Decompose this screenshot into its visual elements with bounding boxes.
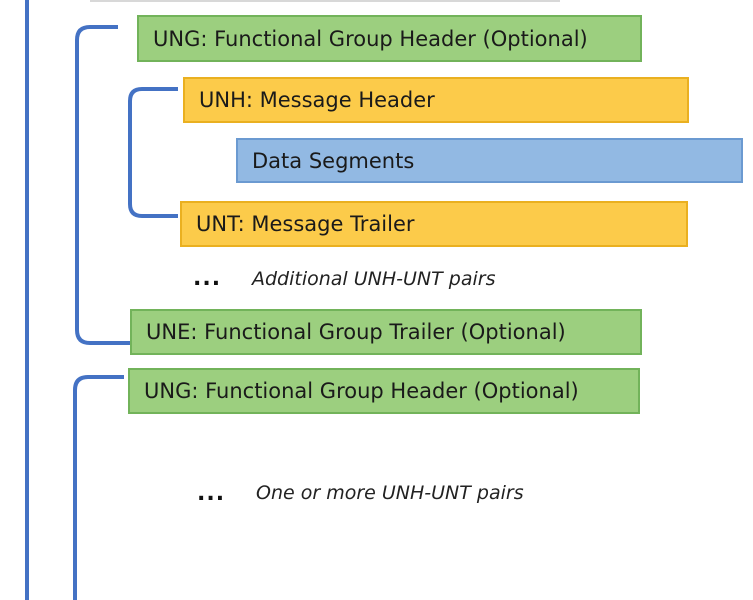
unt-label: UNT: Message Trailer [196,212,415,236]
data-segments-label: Data Segments [252,148,415,173]
unt-message-trailer: UNT: Message Trailer [180,201,688,247]
message-bracket [128,87,178,218]
ellipsis-2: ... [197,481,226,506]
ung-functional-group-header-2: UNG: Functional Group Header (Optional) [128,368,640,414]
additional-pairs-note: Additional UNH-UNT pairs [252,268,496,290]
une-functional-group-trailer: UNE: Functional Group Trailer (Optional) [130,309,642,355]
data-segments: Data Segments [236,138,743,183]
group-2-bracket [73,375,124,600]
ung-2-label: UNG: Functional Group Header (Optional) [144,379,579,403]
unh-message-header: UNH: Message Header [183,77,689,123]
ung-1-label: UNG: Functional Group Header (Optional) [153,26,588,51]
ung-functional-group-header-1: UNG: Functional Group Header (Optional) [137,15,642,62]
group-1-bracket [75,25,130,345]
une-label: UNE: Functional Group Trailer (Optional) [146,320,566,344]
more-pairs-note: One or more UNH-UNT pairs [256,482,524,504]
ellipsis-1: ... [193,266,222,291]
unh-label: UNH: Message Header [199,88,435,112]
